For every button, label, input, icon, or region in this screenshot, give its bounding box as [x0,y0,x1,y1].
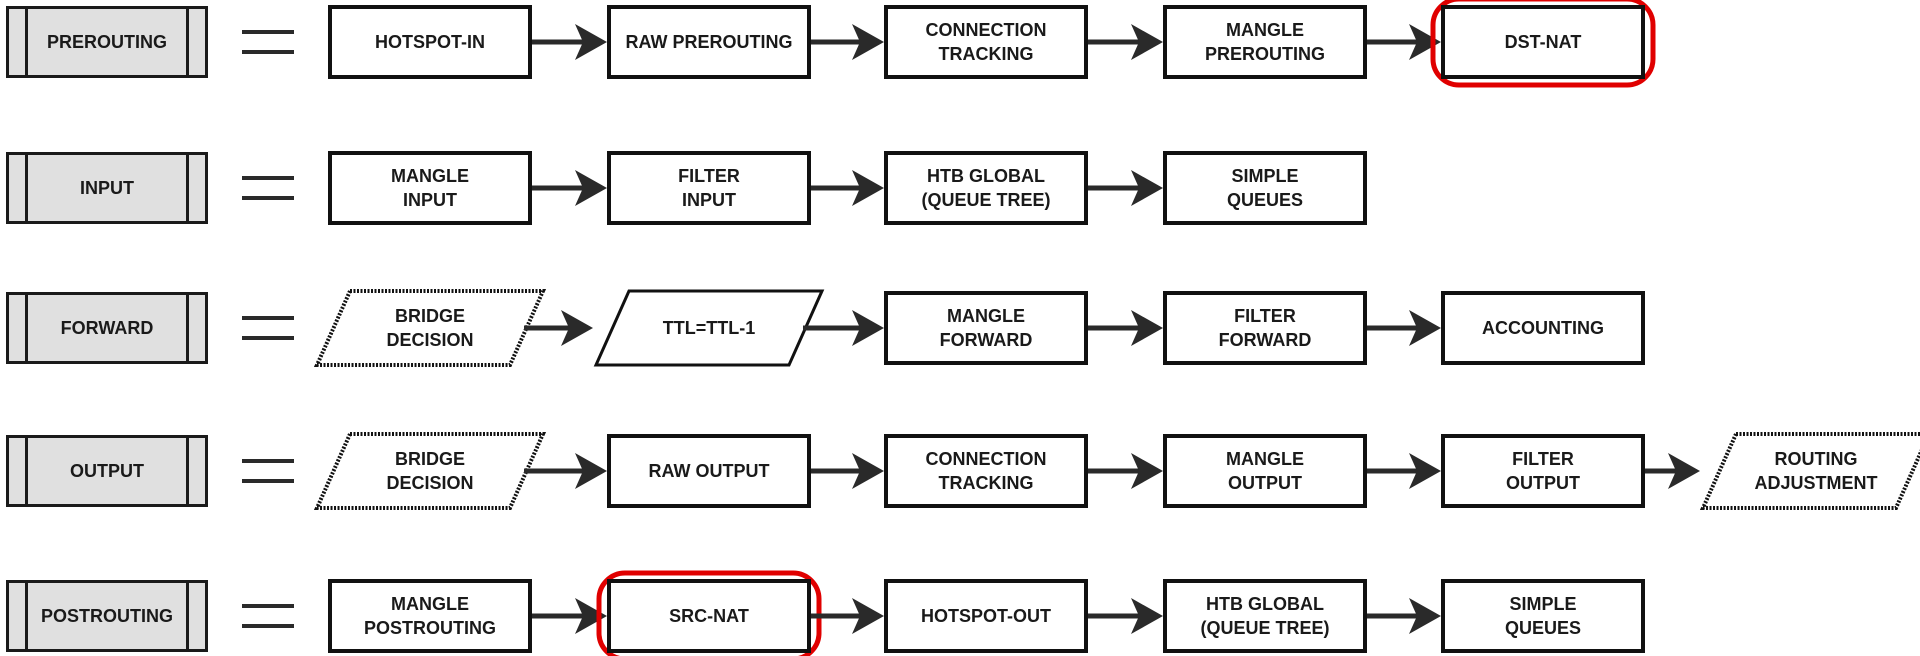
parallelogram-shape [1699,432,1920,510]
chain-input: INPUT [6,152,208,224]
arrow-head-icon [1131,453,1163,489]
chain-output: OUTPUT [6,435,208,507]
arrow-head-icon [561,310,593,346]
node-mangle-prerouting: MANGLE PREROUTING [1163,5,1367,79]
arrow-head-icon [852,24,884,60]
node-accounting: ACCOUNTING [1441,291,1645,365]
parallelogram-shape [593,289,825,367]
arrow-head-icon [1409,453,1441,489]
node-mangle-forward: MANGLE FORWARD [884,291,1088,365]
node-mangle-input: MANGLE INPUT [328,151,532,225]
arrow-head-icon [1409,598,1441,634]
node-raw-prerouting: RAW PREROUTING [607,5,811,79]
node-connection-tracking: CONNECTION TRACKING [884,5,1088,79]
chain-forward: FORWARD [6,292,208,364]
node-src-nat: SRC-NAT [607,579,811,653]
equals-icon [242,316,294,340]
arrow-head-icon [1131,598,1163,634]
arrow-head-icon [1668,453,1700,489]
node-raw-output: RAW OUTPUT [607,434,811,508]
node-htb-global-queue-tree: HTB GLOBAL (QUEUE TREE) [1163,579,1367,653]
arrow-head-icon [1131,170,1163,206]
node-htb-global-queue-tree: HTB GLOBAL (QUEUE TREE) [884,151,1088,225]
arrow-head-icon [852,170,884,206]
node-routing-adjustment: ROUTING ADJUSTMENT [1754,449,1878,493]
arrow-head-icon [1131,310,1163,346]
arrow-head-icon [852,598,884,634]
equals-icon [242,30,294,54]
node-filter-output: FILTER OUTPUT [1441,434,1645,508]
node-simple-queues: SIMPLE QUEUES [1163,151,1367,225]
arrow-head-icon [1409,24,1441,60]
arrow-head-icon [1131,24,1163,60]
node-ttl-ttl-1: TTL=TTL-1 [662,318,756,338]
node-filter-input: FILTER INPUT [607,151,811,225]
arrow-head-icon [575,24,607,60]
node-bridge-decision: BRIDGE DECISION [386,449,474,493]
arrow-head-icon [575,598,607,634]
node-bridge-decision: BRIDGE DECISION [386,306,474,350]
arrow-head-icon [575,170,607,206]
node-mangle-postrouting: MANGLE POSTROUTING [328,579,532,653]
arrow-head-icon [1409,310,1441,346]
equals-icon [242,459,294,483]
parallelogram-shape [313,432,547,510]
highlight-ring [1430,0,1656,88]
equals-icon [242,176,294,200]
parallelogram-shape [313,289,547,367]
node-connection-tracking: CONNECTION TRACKING [884,434,1088,508]
node-hotspot-out: HOTSPOT-OUT [884,579,1088,653]
node-simple-queues: SIMPLE QUEUES [1441,579,1645,653]
node-filter-forward: FILTER FORWARD [1163,291,1367,365]
chain-postrouting: POSTROUTING [6,580,208,652]
arrow-head-icon [852,310,884,346]
chain-prerouting: PREROUTING [6,6,208,78]
arrow-head-icon [852,453,884,489]
arrow-head-icon [575,453,607,489]
node-mangle-output: MANGLE OUTPUT [1163,434,1367,508]
node-hotspot-in: HOTSPOT-IN [328,5,532,79]
equals-icon [242,604,294,628]
node-dst-nat: DST-NAT [1441,5,1645,79]
